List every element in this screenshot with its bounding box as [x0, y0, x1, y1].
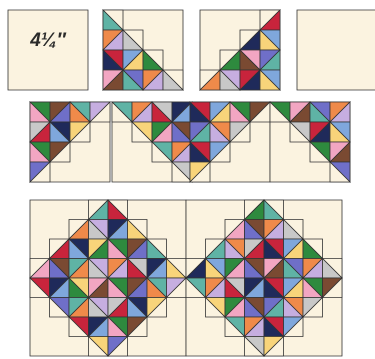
block-size-label: 4¼″ — [8, 30, 88, 52]
plain-block — [297, 10, 375, 90]
